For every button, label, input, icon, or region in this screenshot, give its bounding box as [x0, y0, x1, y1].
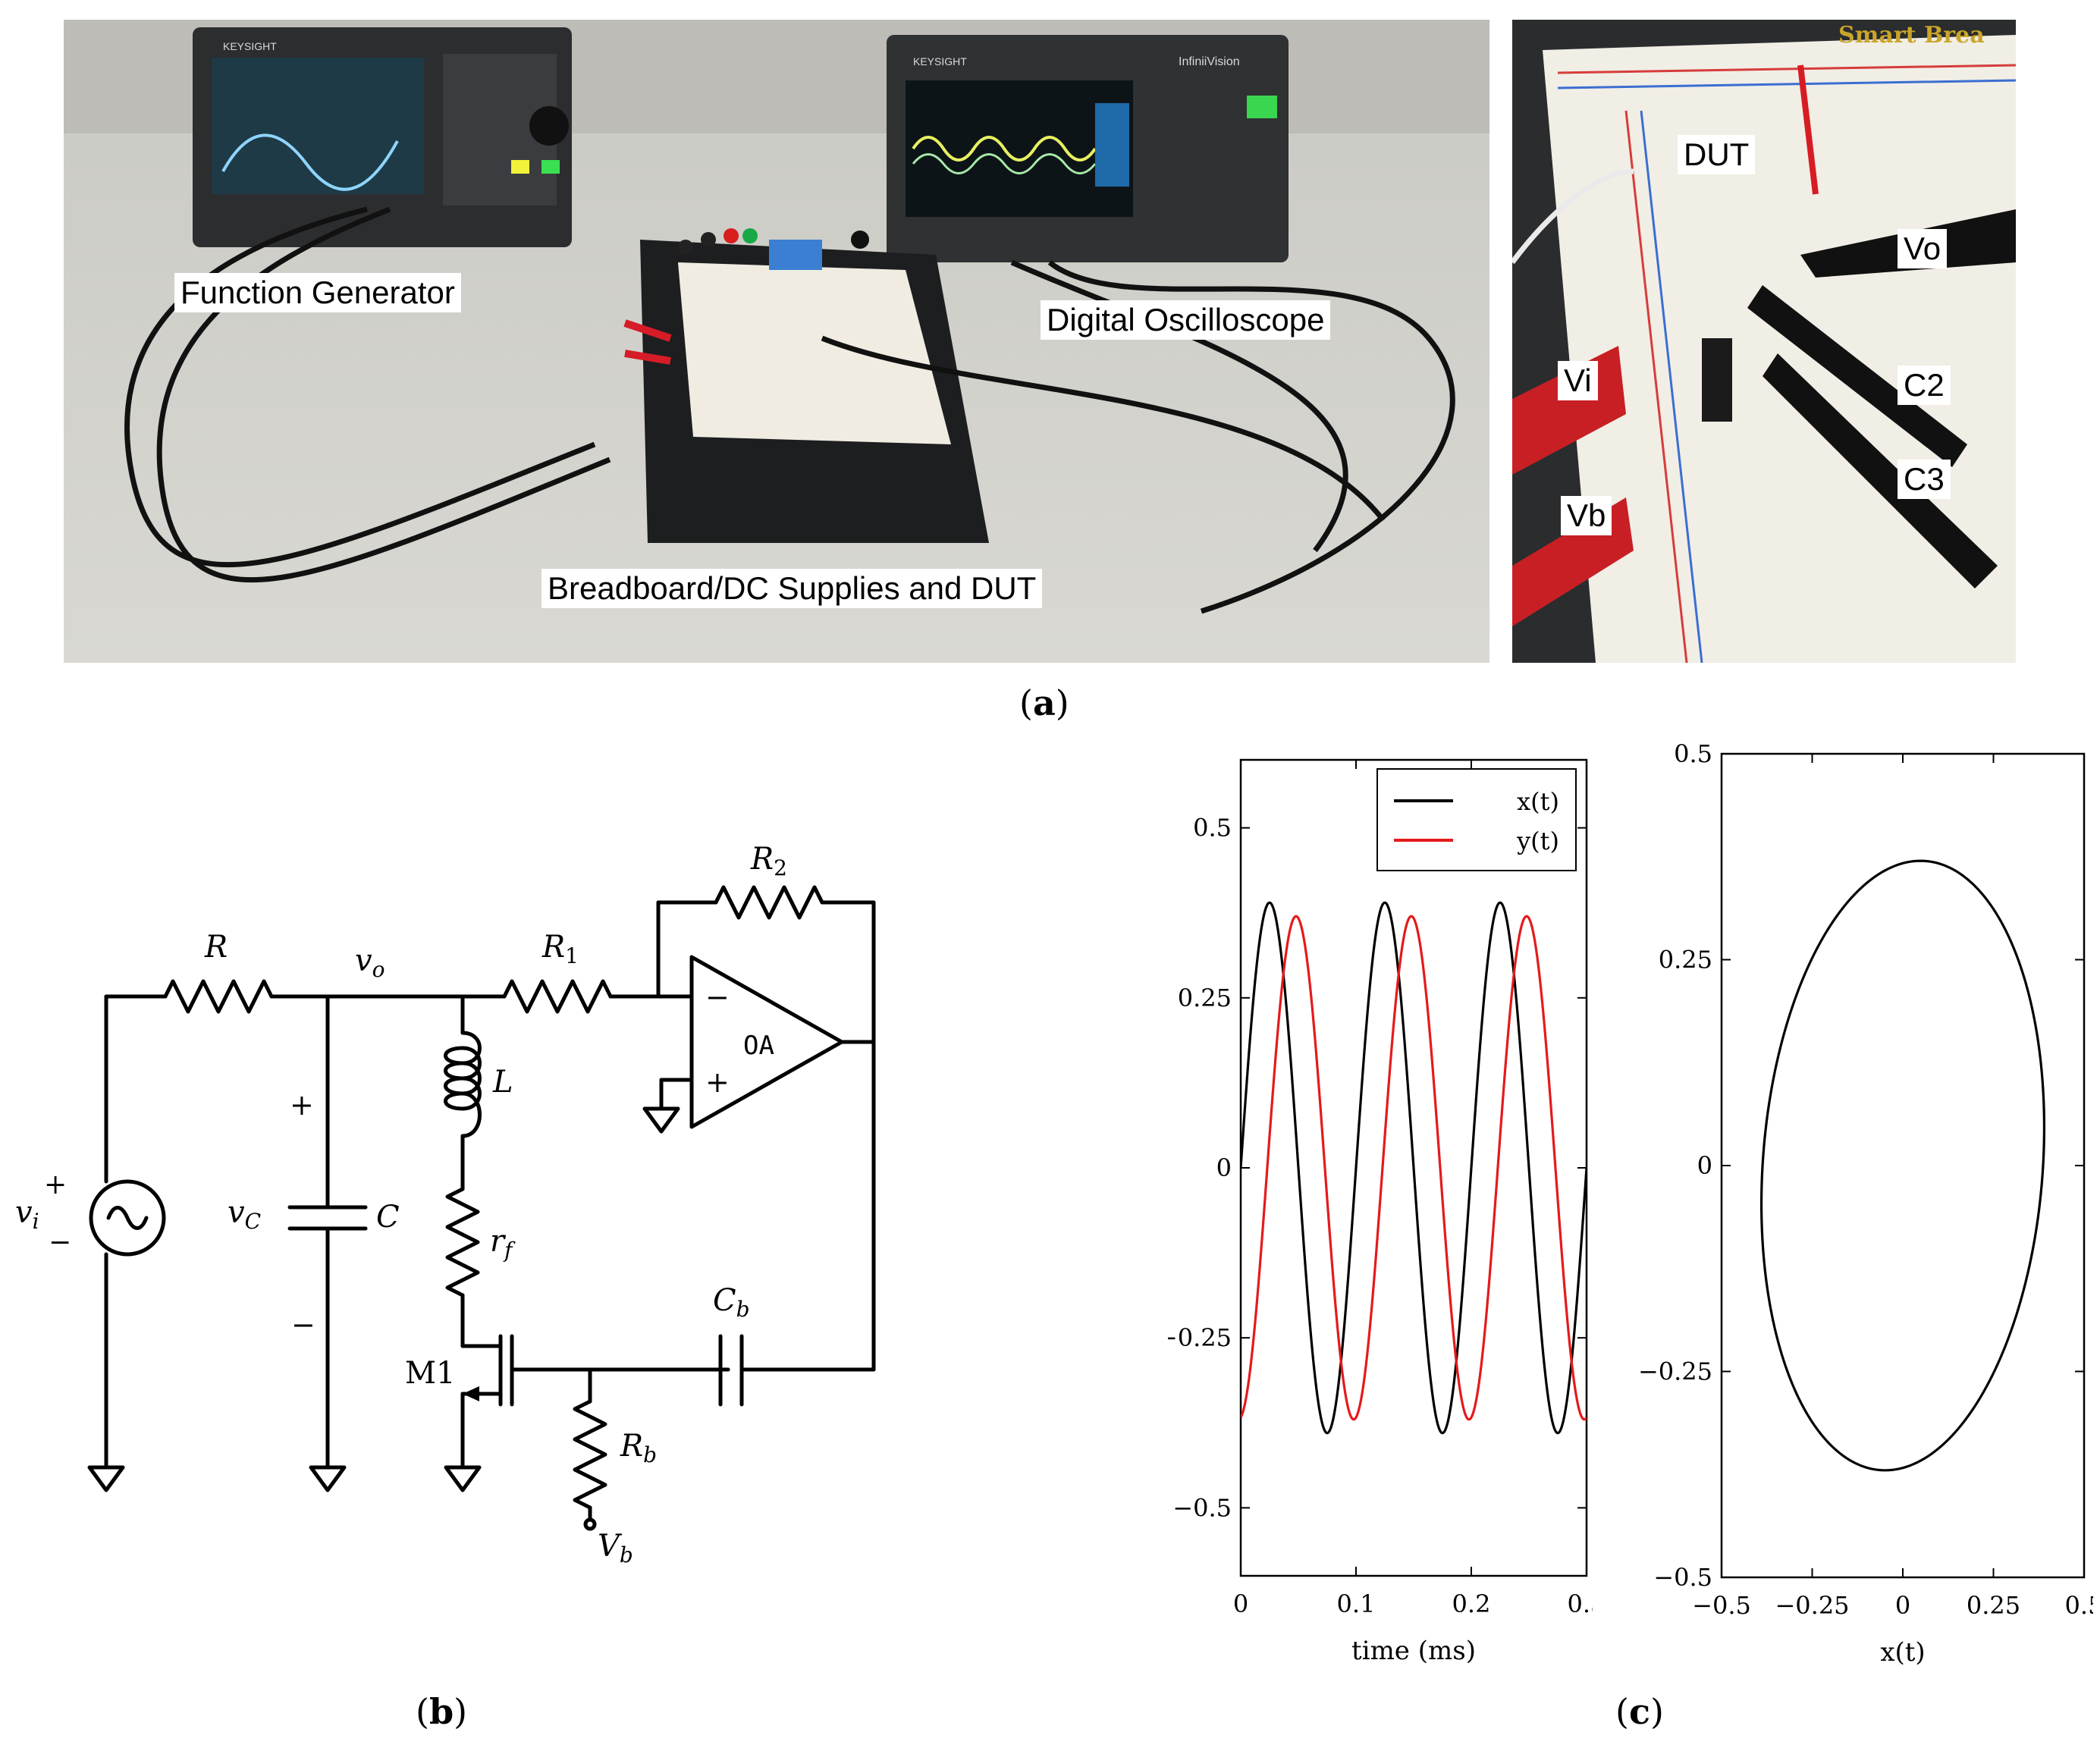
lab-setup-photo: KEYSIGHT KEYSIGHT InfiniiVision: [64, 20, 1489, 663]
label-cap-minus: −: [291, 1308, 315, 1341]
y-tick-label: 0.25: [1178, 984, 1232, 1012]
x-tick-label: 0.1: [1337, 1589, 1376, 1618]
panel-a-caption: (a): [1019, 683, 1069, 723]
plot-frame: [1720, 752, 2086, 1579]
mosfet-arrow: [463, 1386, 479, 1401]
svg-text:KEYSIGHT: KEYSIGHT: [223, 40, 277, 52]
ground-symbol-opamp: [642, 1106, 680, 1134]
digital-oscilloscope-label: Digital Oscilloscope: [1041, 300, 1331, 340]
y-tick-label: −0.25: [1168, 1323, 1232, 1352]
breadboard-closeup-photo: Smart Brea DUT Vo Vi C2 C3 Vb: [1512, 20, 2016, 663]
function-generator-device: KEYSIGHT: [193, 27, 572, 247]
series-line-y: [1241, 915, 1587, 1421]
label-cap-plus: +: [290, 1088, 314, 1122]
c2-label: C2: [1898, 366, 1951, 406]
breadboard-label: Breadboard/DC Supplies and DUT: [541, 569, 1043, 609]
y-tick-label: 0: [1697, 1151, 1712, 1180]
resistor-R2: [714, 885, 824, 920]
x-tick-label: 0: [1233, 1589, 1248, 1618]
legend-label: y(t): [1516, 827, 1559, 855]
label-Cb: Cb: [713, 1283, 750, 1322]
ac-source-sine: [106, 1206, 149, 1230]
circuit-schematic: R vo R1 R2 OA − + L C vC + − vi + − rf M…: [15, 842, 876, 1567]
series-line-x: [1241, 901, 1587, 1435]
resistor-R1: [502, 979, 613, 1014]
op-amp-triangle: [689, 955, 844, 1129]
white-wire: [1512, 168, 1634, 265]
legend-box: [1376, 768, 1577, 871]
c3-probe: [1763, 353, 1998, 588]
resistor-rf: [445, 1187, 480, 1298]
function-generator-label: Function Generator: [174, 273, 461, 313]
label-vC: vC: [228, 1195, 261, 1234]
vb-terminal: [583, 1517, 597, 1531]
label-OA: OA: [743, 1031, 774, 1061]
label-vo: vo: [355, 943, 385, 982]
x-tick-label: 0.2: [1452, 1589, 1491, 1618]
vi-label: Vi: [1558, 361, 1598, 401]
x-tick-label: 0.5: [2065, 1591, 2093, 1620]
y-tick-label: 0.5: [1674, 739, 1712, 768]
label-Rb: Rb: [620, 1429, 657, 1467]
label-L: L: [492, 1065, 513, 1100]
svg-text:InfiniiVision: InfiniiVision: [1179, 55, 1240, 68]
x-tick-label: 0.25: [1967, 1591, 2020, 1620]
label-opamp-plus: +: [705, 1065, 730, 1099]
x-axis-label: time (ms): [1351, 1636, 1476, 1666]
label-source-minus: −: [49, 1227, 71, 1258]
label-M1: M1: [405, 1356, 455, 1391]
label-C: C: [376, 1200, 400, 1235]
legend-label: x(t): [1517, 787, 1559, 816]
y-axis-label: y(t): [1638, 1143, 1639, 1188]
vo-label: Vo: [1898, 229, 1948, 269]
y-tick-label: 0.5: [1193, 814, 1232, 843]
ic-chip: [1702, 338, 1732, 422]
x-tick-label: 0.3: [1568, 1589, 1593, 1618]
label-Vb: Vb: [598, 1529, 633, 1567]
phase-portrait-chart: −0.5 −0.25 0 0.25 0.5 −0.5 −0.25 0 0.25 0.5 x(t) y(…: [1638, 739, 2093, 1668]
x-axis-label: x(t): [1880, 1637, 1925, 1668]
x-tick-label: 0: [1895, 1591, 1910, 1620]
label-rf: rf: [490, 1224, 516, 1263]
ac-source-circle: [89, 1179, 166, 1257]
label-opamp-minus: −: [705, 981, 730, 1014]
legend: x(t) y(t): [1376, 768, 1577, 871]
label-R1: R1: [541, 930, 579, 968]
y-tick-label: −0.25: [1638, 1357, 1712, 1386]
c2-probe: [1747, 285, 1967, 467]
ground-symbol-source: [87, 1465, 125, 1492]
red-probe-leads: [623, 319, 672, 365]
rail-lines: [1557, 64, 2016, 663]
x-tick-label: −0.5: [1692, 1591, 1751, 1620]
panel-b-caption: (b): [416, 1691, 468, 1732]
resistor-Rb: [573, 1399, 607, 1510]
y-tick-label: −0.5: [1172, 1493, 1232, 1522]
y-tick-label: 0.25: [1659, 946, 1712, 974]
label-R: R: [204, 930, 228, 965]
phase-ellipse: [1759, 859, 2046, 1472]
x-tick-label: −0.25: [1775, 1591, 1849, 1620]
red-wire: [1797, 64, 1819, 195]
ground-symbol-mosfet: [444, 1465, 482, 1492]
dut-label: DUT: [1678, 135, 1756, 175]
label-vi: vi: [15, 1195, 39, 1234]
label-source-plus: +: [44, 1169, 67, 1200]
y-tick-label: 0: [1216, 1153, 1232, 1182]
panel-c-caption: (c): [1615, 1691, 1664, 1732]
inductor-L: [444, 1031, 482, 1138]
breadboard-supply-device: [640, 228, 989, 543]
resistor-R: [163, 979, 274, 1014]
oscilloscope-device: KEYSIGHT InfiniiVision: [887, 35, 1289, 262]
y-tick-label: −0.5: [1653, 1563, 1712, 1592]
vb-label: Vb: [1561, 496, 1612, 536]
label-R2: R2: [750, 842, 787, 880]
ground-symbol-capacitor: [309, 1465, 347, 1492]
svg-text:Smart Brea: Smart Brea: [1838, 22, 1985, 49]
c3-label: C3: [1898, 460, 1951, 500]
svg-text:KEYSIGHT: KEYSIGHT: [913, 55, 967, 67]
